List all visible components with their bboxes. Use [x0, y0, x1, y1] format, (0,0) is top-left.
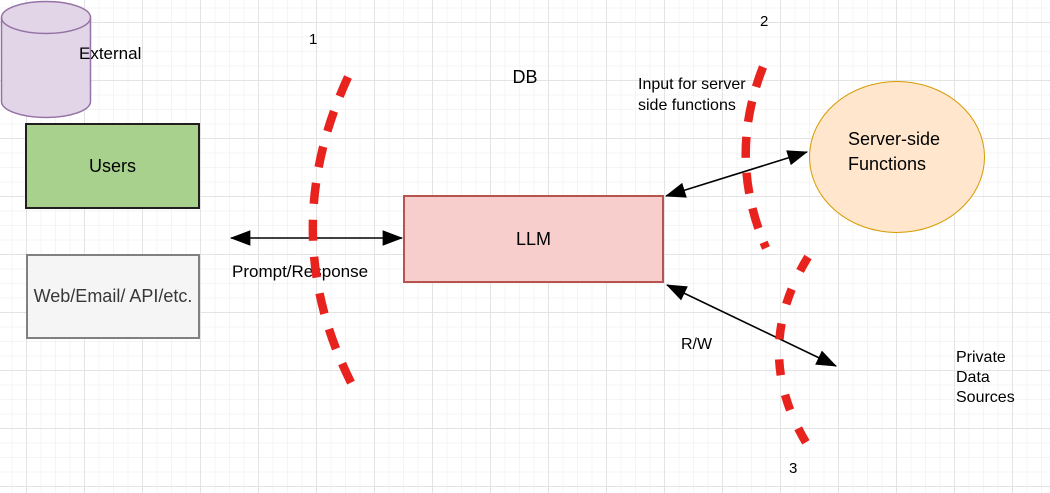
node-users-label: Users	[88, 155, 136, 176]
label-private-data-sources[interactable]: Private Data Sources	[956, 349, 1015, 406]
label-boundary-3[interactable]: 3	[789, 460, 798, 477]
label-read-write[interactable]: R/W	[681, 336, 713, 353]
node-llm-label: LLM	[515, 228, 551, 249]
trust-boundary-3-curve[interactable]	[774, 254, 816, 455]
node-llm[interactable]: LLM	[403, 195, 664, 283]
server-functions-arrow[interactable]	[664, 150, 809, 198]
label-boundary-1[interactable]: 1	[309, 31, 318, 48]
label-boundary-2[interactable]: 2	[760, 13, 769, 30]
trust-boundary-1-curve[interactable]	[308, 75, 362, 399]
node-db[interactable]: DB	[0, 0, 538, 119]
label-input-for-server-side-functions[interactable]: Input for server side functions	[638, 76, 746, 114]
label-prompt-response[interactable]: Prompt/Response	[232, 262, 369, 281]
node-web-email-api[interactable]: Web/Email/ API/etc.	[26, 254, 200, 339]
node-server-side-functions-label: Server-side Functions	[848, 129, 941, 174]
db-cylinder-shape	[0, 0, 92, 119]
node-web-email-api-label: Web/Email/ API/etc.	[33, 286, 193, 306]
label-external[interactable]: External	[79, 44, 142, 63]
node-users[interactable]: Users	[25, 123, 200, 209]
node-db-label: DB	[512, 67, 538, 87]
node-server-side-functions[interactable]: Server-side Functions	[809, 81, 985, 233]
